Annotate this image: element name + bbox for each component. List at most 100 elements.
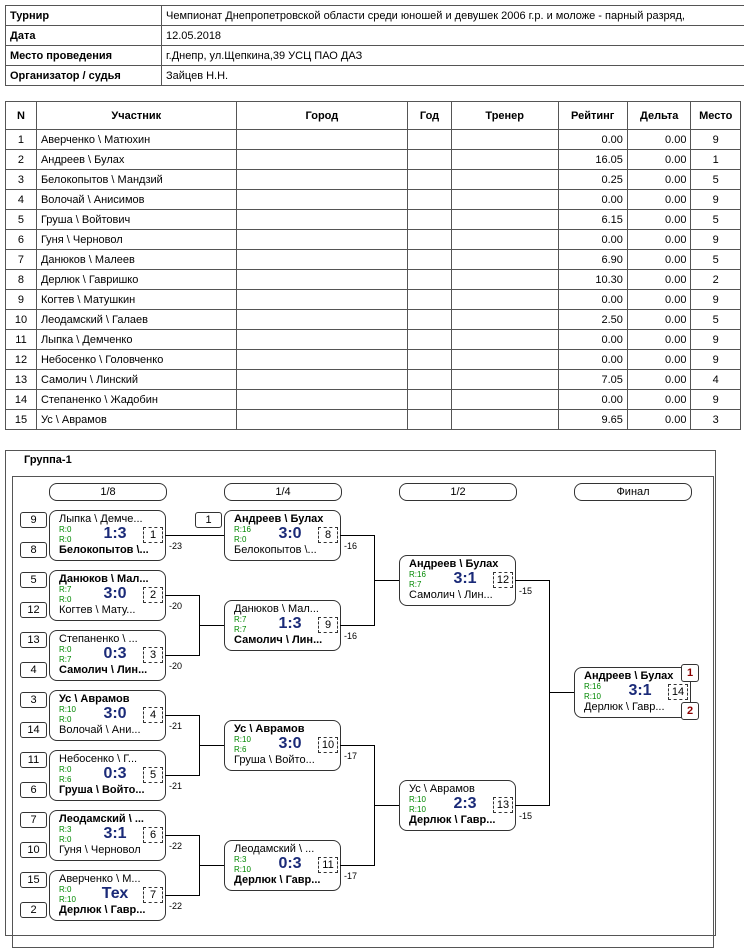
table-cell xyxy=(236,150,408,170)
rating-bottom: R:0 xyxy=(59,835,71,844)
table-cell: Андреев \ Булах xyxy=(36,150,236,170)
column-header: Дельта xyxy=(627,102,691,130)
table-cell: 0.00 xyxy=(558,190,627,210)
table-cell: Данюков \ Малеев xyxy=(36,250,236,270)
rating-delta: -16 xyxy=(344,631,357,641)
table-cell xyxy=(451,370,558,390)
connector-line xyxy=(165,775,199,776)
match-score: Тех xyxy=(90,885,140,903)
match-number: 11 xyxy=(318,857,338,873)
connector-line xyxy=(165,535,224,536)
rating-top: R:7 xyxy=(59,585,71,594)
table-cell xyxy=(236,250,408,270)
table-cell xyxy=(408,350,452,370)
table-cell: Небосенко \ Головченко xyxy=(36,350,236,370)
seed-number: 13 xyxy=(20,632,47,648)
team-bottom: Груша \ Войто... xyxy=(59,784,149,796)
match-score: 3:0 xyxy=(90,585,140,603)
table-cell xyxy=(236,270,408,290)
table-cell xyxy=(408,250,452,270)
table-cell: 5 xyxy=(6,210,37,230)
table-cell xyxy=(451,250,558,270)
team-bottom: Самолич \ Лин... xyxy=(59,664,149,676)
table-cell: Белокопытов \ Мандзий xyxy=(36,170,236,190)
seed-number: 11 xyxy=(20,752,47,768)
table-cell: 0.00 xyxy=(627,370,691,390)
team-bottom: Груша \ Войто... xyxy=(234,754,324,766)
team-top: Леодамский \ ... xyxy=(234,843,324,855)
table-cell: 6 xyxy=(6,230,37,250)
table-cell xyxy=(408,390,452,410)
table-cell: Дерлюк \ Гавришко xyxy=(36,270,236,290)
table-cell: 0.00 xyxy=(558,350,627,370)
table-cell: 0.00 xyxy=(627,330,691,350)
table-cell: 7.05 xyxy=(558,370,627,390)
team-bottom: Дерлюк \ Гавр... xyxy=(584,701,674,713)
connector-line xyxy=(165,595,199,596)
table-cell: 5 xyxy=(691,250,741,270)
seed-number: 8 xyxy=(20,542,47,558)
team-bottom: Дерлюк \ Гавр... xyxy=(59,904,149,916)
table-cell: 6.15 xyxy=(558,210,627,230)
team-top: Лыпка \ Демче... xyxy=(59,513,149,525)
table-cell: 9.65 xyxy=(558,410,627,430)
rating-top: R:0 xyxy=(59,525,71,534)
table-cell: Гуня \ Черновол xyxy=(36,230,236,250)
table-cell xyxy=(408,190,452,210)
info-value: Чемпионат Днепропетровской области среди… xyxy=(162,6,744,26)
connector-line xyxy=(374,580,399,581)
table-cell xyxy=(408,370,452,390)
column-header: Участник xyxy=(36,102,236,130)
table-cell: 0.00 xyxy=(627,290,691,310)
connector-line xyxy=(199,865,224,866)
rating-top: R:16 xyxy=(584,682,601,691)
team-bottom: Самолич \ Лин... xyxy=(409,589,499,601)
seed-number: 10 xyxy=(20,842,47,858)
place-badge: 1 xyxy=(681,664,699,682)
seed-number: 7 xyxy=(20,812,47,828)
table-cell: 0.00 xyxy=(558,330,627,350)
rating-bottom: R:6 xyxy=(59,775,71,784)
rating-top: R:10 xyxy=(234,735,251,744)
table-cell: Леодамский \ Галаев xyxy=(36,310,236,330)
table-cell: Волочай \ Анисимов xyxy=(36,190,236,210)
match-score: 3:0 xyxy=(265,735,315,753)
table-cell: 14 xyxy=(6,390,37,410)
rating-top: R:16 xyxy=(409,570,426,579)
match-score: 0:3 xyxy=(90,645,140,663)
table-cell xyxy=(451,330,558,350)
match-score: 0:3 xyxy=(265,855,315,873)
table-cell: 0.00 xyxy=(627,190,691,210)
info-value: г.Днепр, ул.Щепкина,39 УСЦ ПАО ДАЗ xyxy=(162,46,744,66)
team-top: Ус \ Аврамов xyxy=(409,783,499,795)
table-cell: 5 xyxy=(691,310,741,330)
connector-line xyxy=(340,535,374,536)
table-cell xyxy=(408,310,452,330)
table-cell: 11 xyxy=(6,330,37,350)
table-cell xyxy=(236,330,408,350)
info-label: Дата xyxy=(6,26,162,46)
table-cell xyxy=(236,190,408,210)
